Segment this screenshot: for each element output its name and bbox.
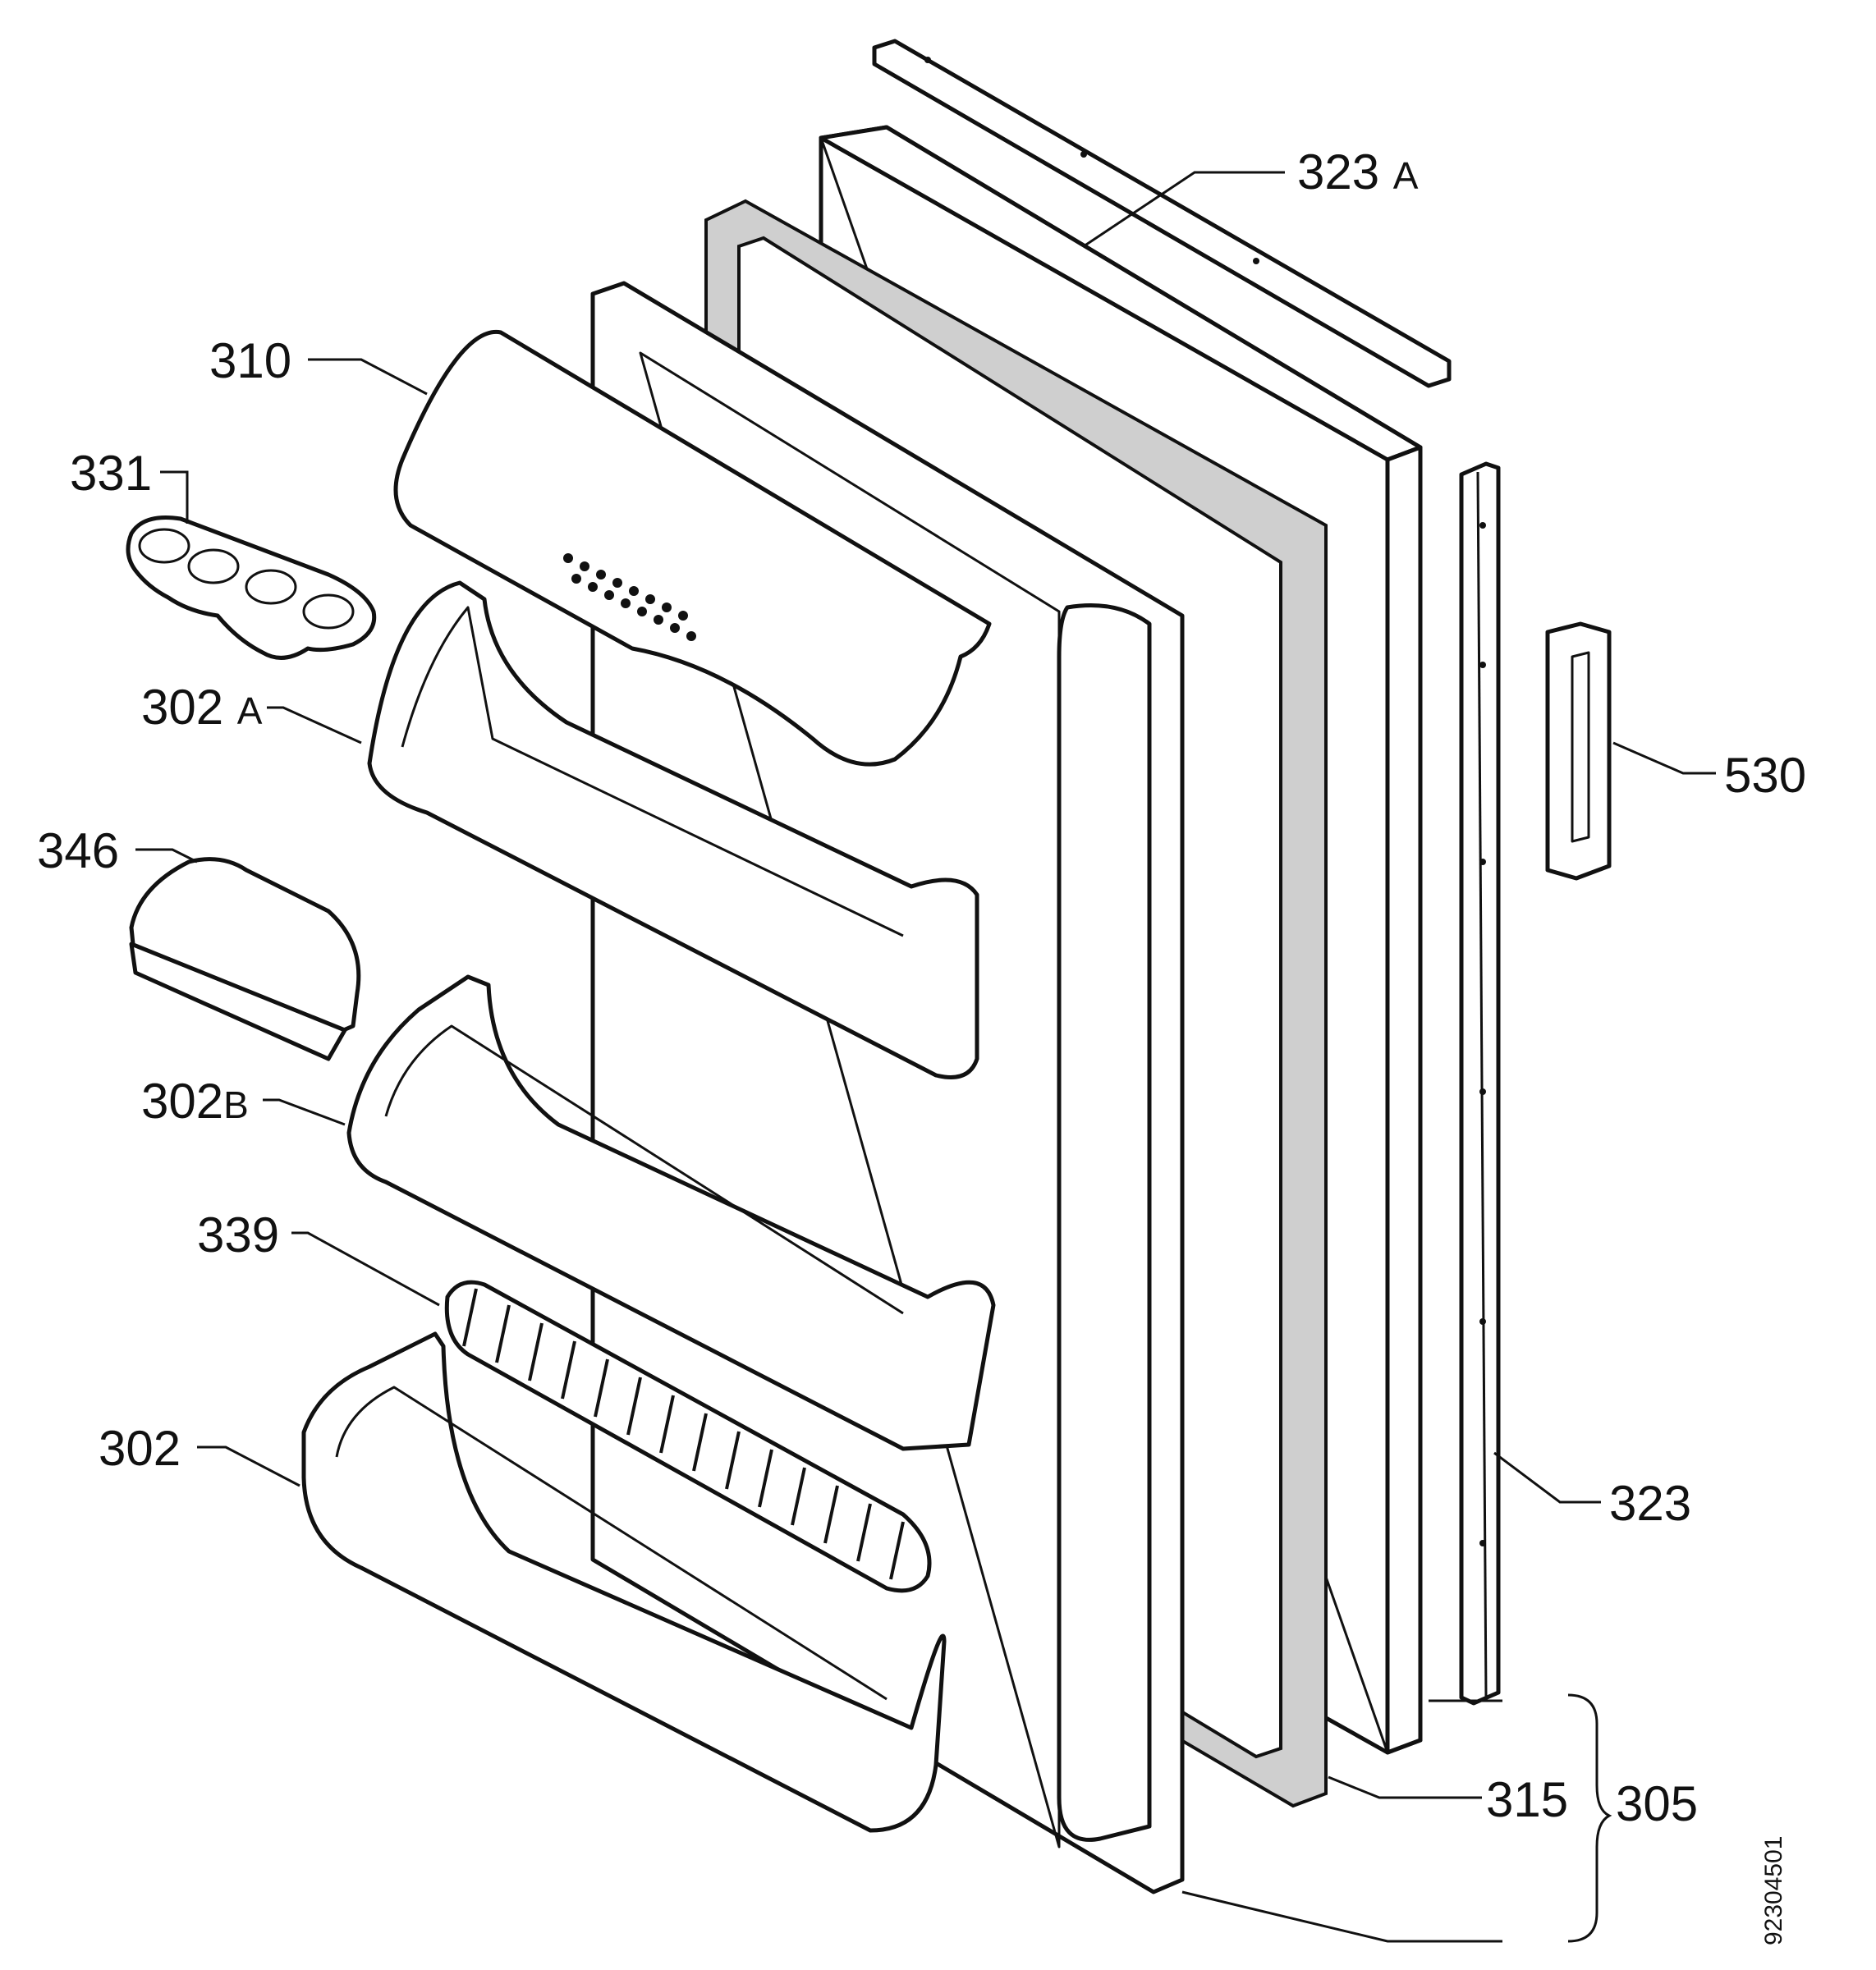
callout-305: 305 — [1616, 1776, 1698, 1831]
leader-530 — [1612, 741, 1716, 775]
callout-339: 339 — [197, 1207, 279, 1262]
document-number: 92304501 — [1760, 1836, 1787, 1945]
butter-dish — [129, 857, 361, 1061]
callout-331: 331 — [70, 446, 152, 501]
door-handle — [1545, 621, 1612, 881]
callout-323: 323 — [1609, 1476, 1691, 1531]
leader-302a — [267, 706, 362, 744]
leader-339 — [291, 1231, 440, 1307]
callout-302b: 302B — [141, 1074, 249, 1129]
egg-tray — [126, 515, 377, 660]
leader-lines — [135, 171, 1716, 1943]
leader-302 — [197, 1445, 300, 1487]
side-trim-strip — [1459, 461, 1501, 1706]
leader-315 — [1328, 1775, 1482, 1799]
leader-305-bottom — [1181, 1890, 1502, 1943]
callout-315: 315 — [1486, 1772, 1568, 1827]
callout-530: 530 — [1724, 748, 1806, 803]
callout-310: 310 — [209, 333, 291, 388]
leader-331 — [160, 470, 189, 524]
top-trim-strip — [872, 39, 1452, 388]
door-shelf-upper — [367, 580, 979, 1079]
leader-310 — [308, 358, 428, 396]
door-shelf-middle — [346, 974, 996, 1451]
leader-302b — [263, 1098, 346, 1126]
bottle-retainer — [444, 1280, 932, 1593]
callout-346: 346 — [37, 823, 119, 878]
leader-323a — [1083, 171, 1285, 248]
shelf-cover — [393, 329, 992, 767]
leader-346 — [135, 848, 198, 864]
group-brace-305 — [1567, 1693, 1612, 1943]
leader-323 — [1493, 1451, 1601, 1504]
callout-302: 302 — [99, 1421, 181, 1476]
callout-323a: 323 A — [1297, 144, 1419, 199]
door-shelf-bottom — [301, 1331, 947, 1833]
callout-302a: 302 A — [141, 680, 263, 735]
